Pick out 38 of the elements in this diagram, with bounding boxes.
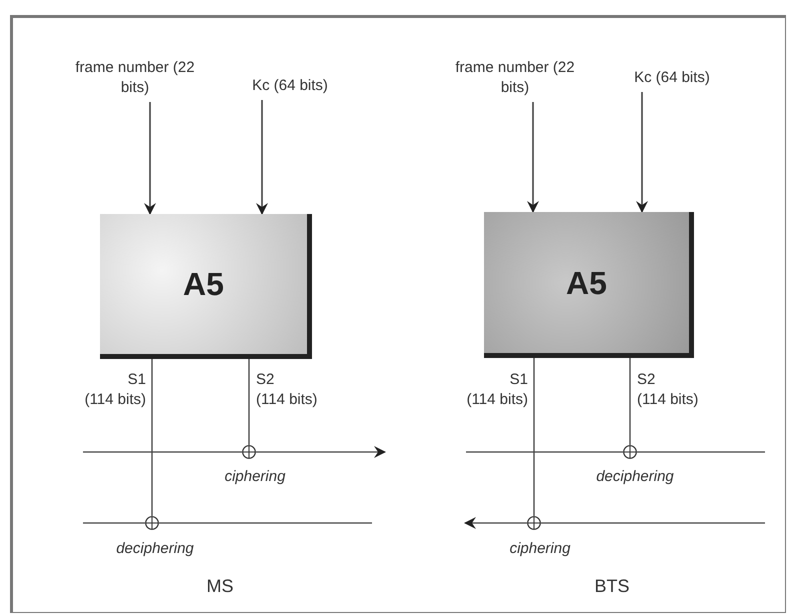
cipher-block <box>100 214 312 359</box>
xor-symbol <box>623 445 637 459</box>
connector-line <box>533 358 535 516</box>
input-label: frame number (22 bits) <box>75 58 195 102</box>
edge-label: S1 (114 bits) <box>84 370 146 410</box>
edge-label: S2 (114 bits) <box>637 370 700 410</box>
block-title: A5 <box>566 264 607 302</box>
side-label: BTS <box>594 575 630 597</box>
arrow <box>256 100 268 215</box>
input-label: Kc (64 bits) <box>617 68 727 92</box>
operation-caption: deciphering <box>115 540 195 558</box>
operation-caption: ciphering <box>508 540 572 558</box>
connector-line <box>541 522 765 524</box>
input-label: Kc (64 bits) <box>235 76 345 100</box>
arrow <box>144 102 156 215</box>
connector-line <box>151 359 153 516</box>
connector-line <box>466 451 623 453</box>
operation-caption: ciphering <box>224 468 286 486</box>
connector-line <box>83 522 145 524</box>
input-label: frame number (22 bits) <box>455 58 575 102</box>
operation-caption: deciphering <box>595 468 675 486</box>
edge-label: S2 (114 bits) <box>256 370 318 410</box>
arrow <box>256 446 386 458</box>
arrow <box>636 92 648 213</box>
xor-symbol <box>527 516 541 530</box>
block-title: A5 <box>183 265 224 304</box>
arrow <box>464 517 527 529</box>
edge-label: S1 (114 bits) <box>466 370 528 410</box>
connector-line <box>83 451 242 453</box>
connector-line <box>159 522 372 524</box>
xor-symbol <box>145 516 159 530</box>
connector-line <box>637 451 765 453</box>
xor-symbol <box>242 445 256 459</box>
arrow <box>527 102 539 213</box>
connector-line <box>248 359 250 445</box>
cipher-block <box>484 212 694 358</box>
connector-line <box>629 358 631 445</box>
side-label: MS <box>206 575 234 597</box>
